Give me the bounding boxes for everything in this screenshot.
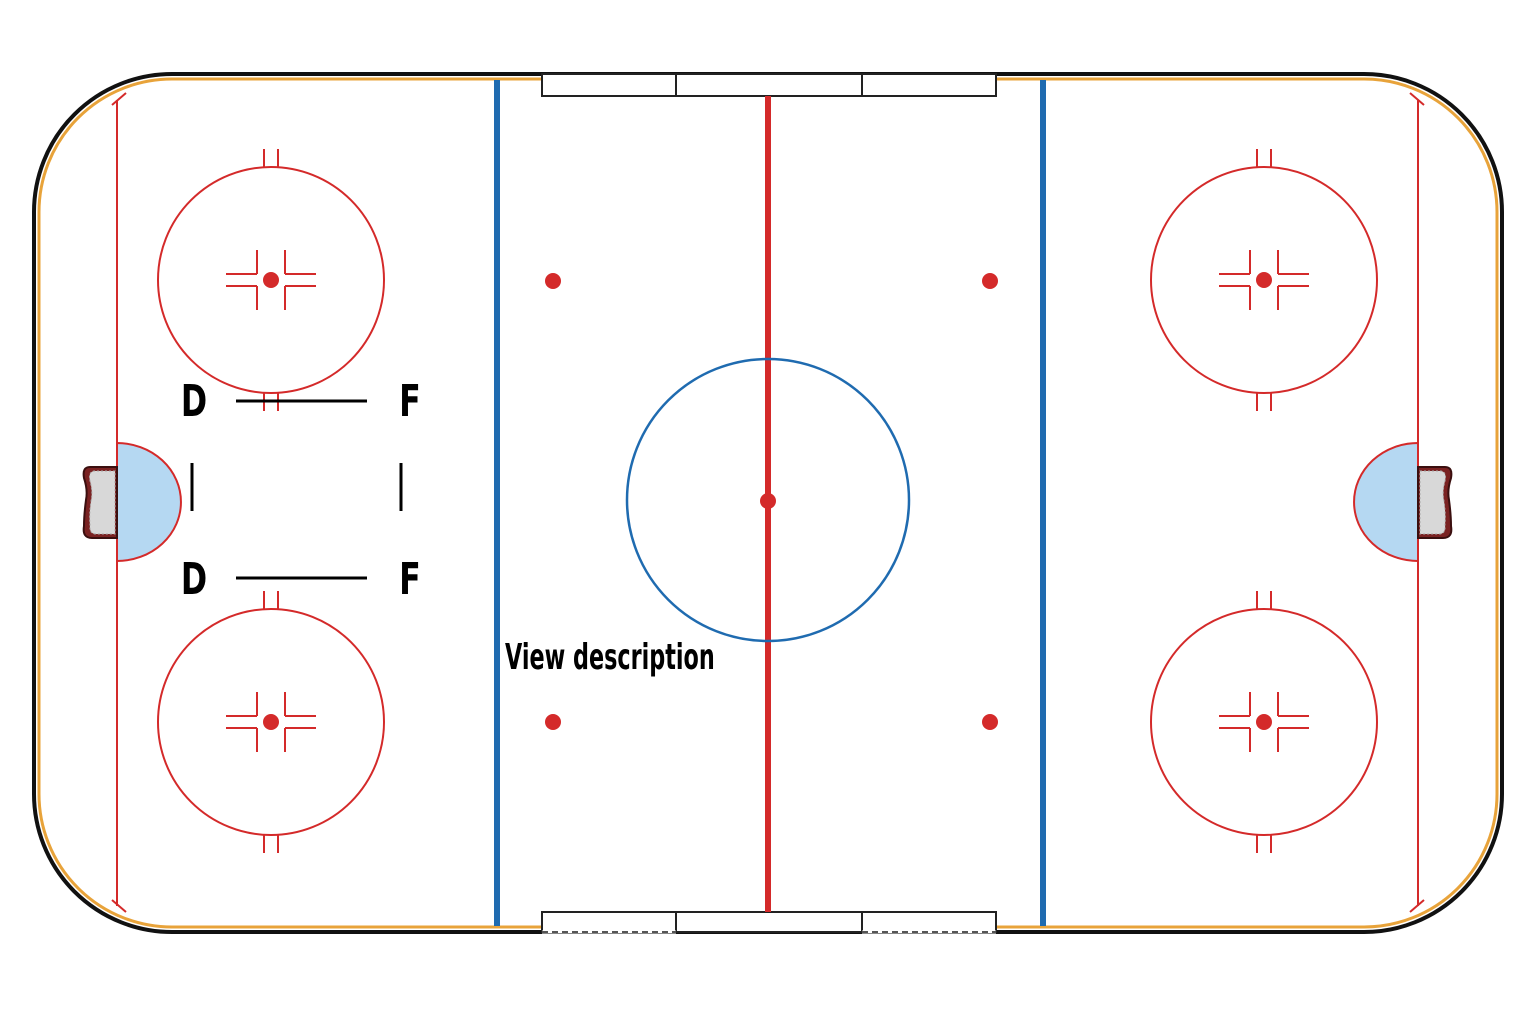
- faceoff-circle-top-right: [1150, 149, 1378, 411]
- bench-bottom: [541, 911, 997, 934]
- corner-mark-bl: [111, 899, 127, 913]
- center-circle: [625, 357, 911, 643]
- goal-crease-left: [116, 441, 182, 563]
- goal-crease-right: [1353, 441, 1419, 563]
- faceoff-circle-top-left-dot: [263, 272, 279, 288]
- faceoff-circle-bottom-right: [1150, 591, 1378, 853]
- corner-mark-br: [1409, 899, 1425, 913]
- faceoff-circle-bottom-right-dot: [1256, 714, 1272, 730]
- corner-mark-tl: [111, 92, 127, 106]
- goal-net-right: [1417, 466, 1453, 539]
- neutral-dot-bottom-left: [545, 714, 561, 730]
- faceoff-circle-top-left: [157, 149, 385, 411]
- position-label-defense-bottom: D: [181, 554, 207, 606]
- position-label-forward-bottom: F: [399, 554, 421, 606]
- faceoff-circle-bottom-left-dot: [263, 714, 279, 730]
- corner-mark-tr: [1409, 92, 1425, 106]
- neutral-dot-top-left: [545, 273, 561, 289]
- position-label-forward-top: F: [399, 376, 421, 428]
- neutral-dot-bottom-right: [982, 714, 998, 730]
- neutral-dot-top-right: [982, 273, 998, 289]
- faceoff-circles: [157, 149, 1378, 853]
- bench-top: [541, 73, 997, 97]
- center-faceoff-dot: [760, 493, 776, 509]
- view-description-link[interactable]: View description: [505, 637, 715, 679]
- position-label-defense-top: D: [181, 376, 207, 428]
- faceoff-circle-bottom-left: [157, 591, 385, 853]
- faceoff-circle-top-right-dot: [1256, 272, 1272, 288]
- goal-net-left: [82, 466, 118, 539]
